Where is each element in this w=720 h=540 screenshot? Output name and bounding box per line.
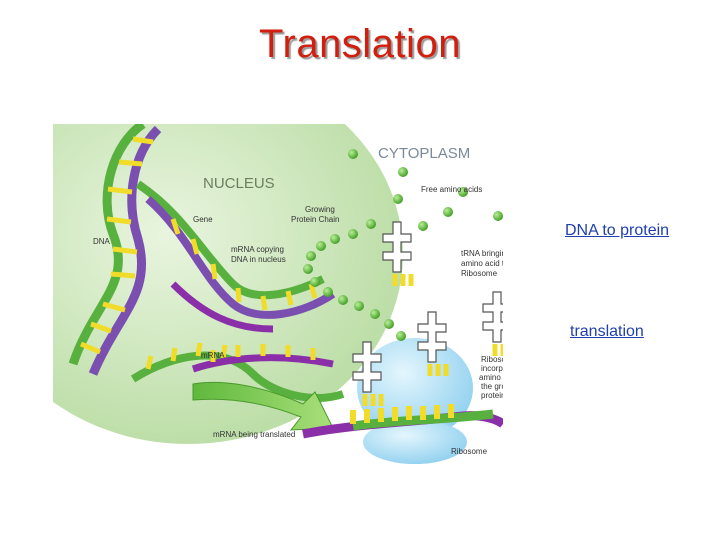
label-ribosome-inc-4: the growing (481, 382, 503, 391)
label-trna-1: tRNA bringing (461, 249, 503, 258)
label-ribosome-inc-3: amino acids into (479, 373, 503, 382)
label-free-amino-acids: Free amino acids (421, 185, 482, 194)
label-ribosome-inc-5: protein chain (481, 391, 503, 400)
dna-helix (68, 124, 345, 402)
label-nucleus: NUCLEUS (203, 175, 275, 192)
trna-anticodons (362, 274, 503, 406)
label-mrna-copying-1: mRNA copying (231, 245, 284, 254)
label-growing-chain-2: Protein Chain (291, 215, 339, 224)
label-mrna: mRNA (201, 351, 225, 360)
label-gene: Gene (193, 215, 213, 224)
label-mrna-translated: mRNA being translated (213, 430, 295, 439)
label-ribosome-inc-2: incorporating (481, 364, 503, 373)
trna-molecules (352, 221, 503, 393)
label-ribosome-inc-1: Ribosome (481, 355, 503, 364)
slide-title: Translation (259, 22, 461, 66)
label-growing-chain: Growing (305, 205, 335, 214)
mrna-strand (191, 344, 334, 373)
label-mrna-copying-2: DNA in nucleus (231, 255, 286, 264)
amino-acids (303, 149, 503, 341)
label-dna: DNA (93, 237, 111, 246)
translation-diagram: CYTOPLASM NUCLEUS Free amino acids Growi… (53, 124, 503, 464)
label-trna-2: amino acid to (461, 259, 503, 268)
label-trna-3: Ribosome (461, 269, 498, 278)
label-ribosome: Ribosome (451, 447, 488, 456)
dna-to-protein-link[interactable]: DNA to protein (565, 222, 670, 239)
translation-link[interactable]: translation (570, 323, 644, 340)
ribosome (302, 338, 503, 464)
label-cytoplasm: CYTOPLASM (378, 145, 470, 162)
